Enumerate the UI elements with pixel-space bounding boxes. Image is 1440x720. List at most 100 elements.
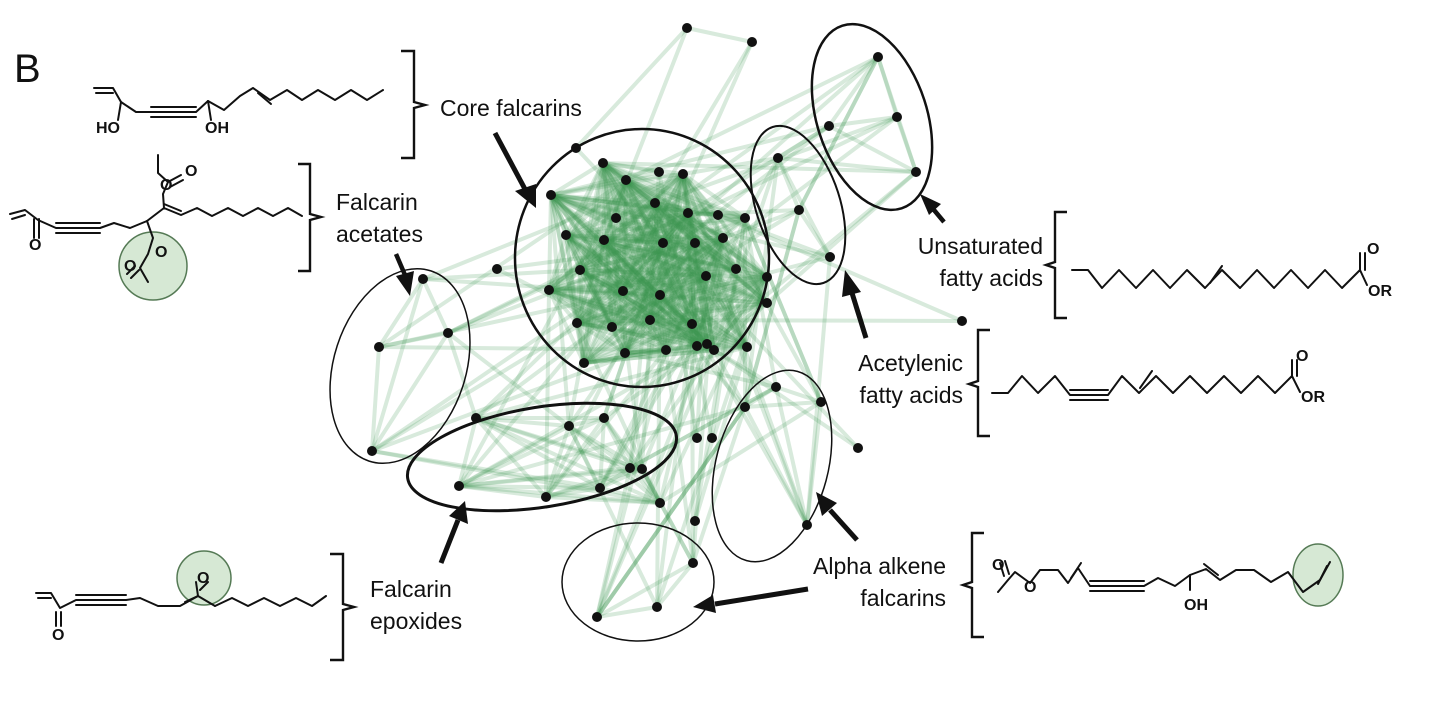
network-edge [575,321,716,352]
network-node [683,208,693,218]
network-edge [457,342,709,488]
network-edge [623,201,657,355]
network-edge [653,40,754,205]
network-edge [582,318,652,365]
network-edge [567,424,644,471]
network-edge [704,267,738,278]
network-edge [575,161,605,325]
network-edge [601,161,627,355]
network-edge [549,193,690,215]
network-edge [661,172,685,245]
cluster-falcarin-acetates [329,267,471,465]
network-edge [547,233,568,292]
network-edge [564,211,690,237]
network-edge [716,213,823,404]
atom-o-alkene-ester: O [1024,579,1036,596]
network-edge [601,161,716,352]
network-edge [575,172,685,325]
network-edge [704,236,725,278]
label-acetylenic-line2: fatty acids [859,382,963,408]
network-edge [595,466,632,619]
network-edge [805,400,823,527]
network-edge [602,238,662,297]
network-node [690,516,700,526]
network-node [816,397,826,407]
network-edge [695,274,708,348]
network-node [911,167,921,177]
network-edge [621,172,685,293]
bracket-unsaturated [1042,210,1067,320]
network-edge [623,322,694,355]
network-edge [549,124,831,197]
network-edge [686,124,831,215]
network-edge [658,293,769,305]
network-edge [595,348,716,619]
network-edge [578,161,605,272]
network-edge [601,161,662,297]
network-node [661,345,671,355]
network-edge [578,267,738,272]
network-edge [602,238,665,245]
network-edge [549,193,586,365]
network-edge [705,275,769,346]
network-edge [610,178,628,329]
network-edge [653,201,738,271]
network-node [731,264,741,274]
network-node [682,23,692,33]
network-node [599,235,609,245]
network-node [701,271,711,281]
network-node [794,205,804,215]
label-falcarin-acetates-line1: Falcarin [336,189,418,215]
label-alpha-alkene-line2: falcarins [860,585,946,611]
network-edge [547,268,582,292]
network-edge [547,288,625,293]
network-edge [547,274,708,292]
network-edge [564,233,586,365]
network-edge [610,274,708,329]
network-edge [876,55,899,119]
network-edge [457,416,606,488]
atom-o-acetate-bottom-carbonyl: O [124,258,136,275]
network-edge [686,211,716,352]
network-edge [653,201,709,346]
network-edge [628,385,778,470]
network-edge [624,172,685,182]
network-edge [370,213,720,453]
network-edge [648,318,709,346]
network-edge [377,277,425,349]
network-edge [582,342,709,365]
network-edge [547,288,668,352]
network-edge [628,201,657,470]
network-edge [547,275,769,292]
network-edge [602,238,627,355]
network-node [611,213,621,223]
network-edge [544,467,644,499]
network-edge [664,348,695,565]
network-edge [690,241,697,326]
network-edge [578,268,662,297]
network-edge [549,193,657,205]
network-edge [582,274,708,365]
network-edge [721,236,738,271]
network-edge [578,268,749,349]
network-edge [564,233,694,326]
network-edge [743,208,801,409]
network-edge [686,211,769,279]
network-edge [564,233,749,349]
network-node [690,238,700,248]
network-edge [664,274,708,352]
network-edge [598,467,644,490]
network-edge [712,348,860,450]
network-edge [474,416,644,471]
network-edge [602,416,662,505]
network-edge [601,161,918,174]
network-edge [547,288,579,325]
network-edge [658,236,725,505]
network-edge [370,277,425,453]
network-edge [582,293,662,365]
network-edge [664,211,690,352]
network-edge [578,268,625,293]
network-edge [601,161,614,329]
network-edge [621,236,725,293]
network-node [637,464,647,474]
